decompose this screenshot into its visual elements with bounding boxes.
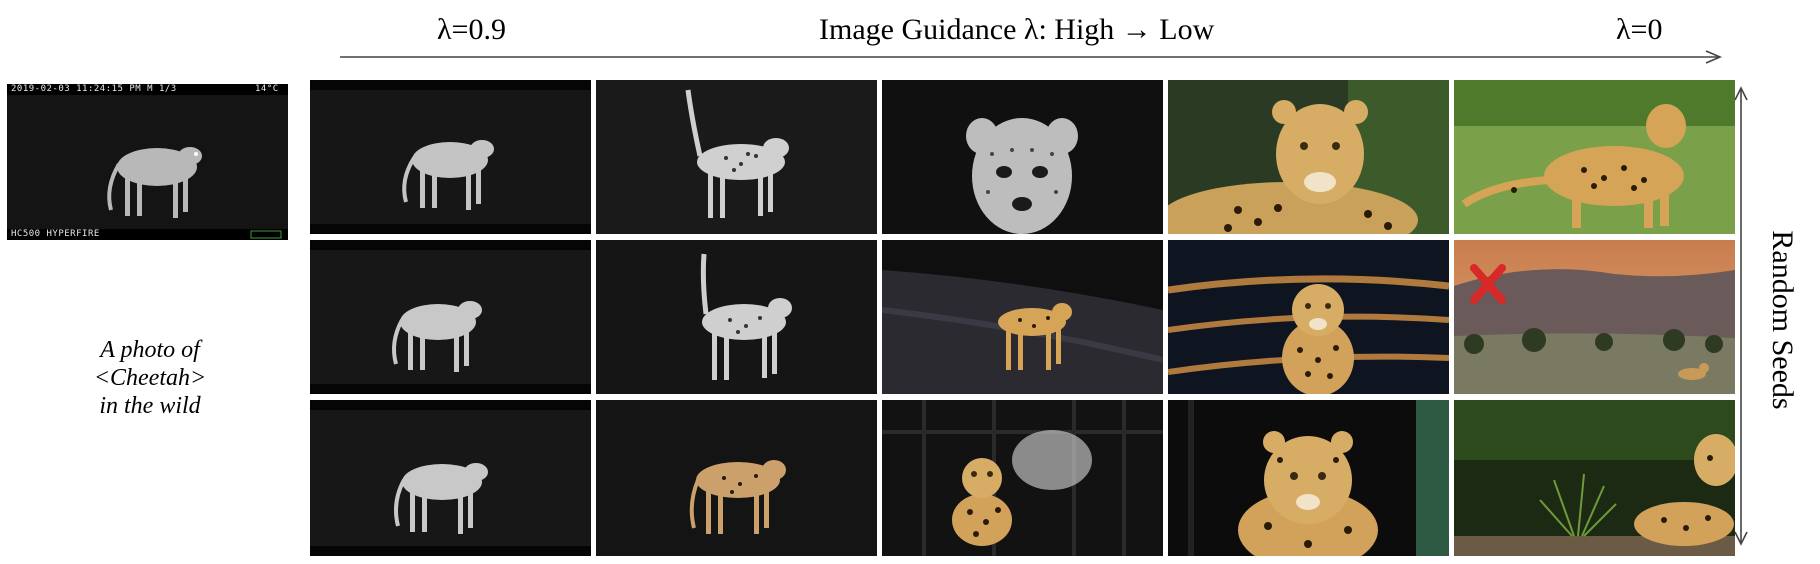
generated-image xyxy=(882,400,1163,556)
guidance-arrow xyxy=(340,50,1723,64)
random-seeds-arrow xyxy=(1734,86,1748,546)
generated-image xyxy=(596,80,877,234)
generated-image xyxy=(310,400,591,556)
reference-overlay-bottom: HC500 HYPERFIRE xyxy=(11,229,100,239)
generated-image xyxy=(310,80,591,234)
generated-image xyxy=(1168,400,1449,556)
caption-line: A photo of xyxy=(100,337,200,363)
prompt-caption: A photo of <Cheetah> in the wild xyxy=(60,336,240,420)
guidance-title: Image Guidance λ: High → Low xyxy=(819,13,1215,46)
generated-image xyxy=(882,80,1163,234)
generated-image xyxy=(310,240,591,394)
lambda-high-label: λ=0.9 xyxy=(437,13,506,46)
lambda-low-label: λ=0 xyxy=(1616,13,1663,46)
reference-image: 2019-02-03 11:24:15 PM M 1/3 14°C HC500 … xyxy=(7,84,288,240)
generated-image xyxy=(1168,240,1449,394)
reference-overlay-temp: 14°C xyxy=(255,84,279,94)
generated-image xyxy=(596,400,877,556)
generated-image xyxy=(1454,400,1735,556)
generated-image xyxy=(1454,240,1735,394)
reference-overlay-top: 2019-02-03 11:24:15 PM M 1/3 xyxy=(11,84,177,94)
caption-line: in the wild xyxy=(99,393,201,419)
generated-image xyxy=(1168,80,1449,234)
cross-mark-icon xyxy=(1470,264,1506,304)
generated-image xyxy=(882,240,1163,394)
generated-image xyxy=(596,240,877,394)
random-seeds-label: Random Seeds xyxy=(1766,230,1799,410)
generated-image xyxy=(1454,80,1735,234)
caption-line: <Cheetah> xyxy=(93,365,207,391)
